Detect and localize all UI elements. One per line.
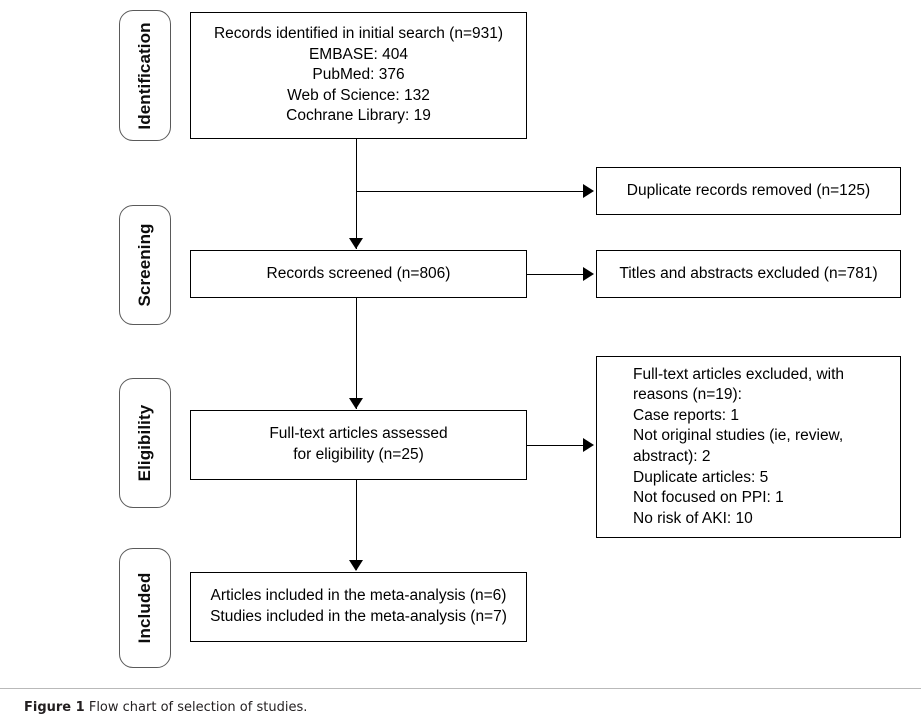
box-records-screened: Records screened (n=806)	[190, 250, 527, 298]
box-fulltext-assessed-text: Full-text articles assessed for eligibil…	[269, 425, 448, 463]
arrowhead-fulltext-to-included	[349, 560, 363, 571]
stage-pill-screening: Screening	[119, 205, 171, 325]
connector-fulltext-to-excluded	[527, 445, 584, 446]
box-records-identified: Records identified in initial search (n=…	[190, 12, 527, 139]
box-fulltext-excluded-text: Full-text articles excluded, with reason…	[633, 365, 845, 527]
arrowhead-screened-to-titles	[583, 267, 594, 281]
arrowhead-identified-to-screened	[349, 238, 363, 249]
box-titles-abstracts-excluded: Titles and abstracts excluded (n=781)	[596, 250, 901, 298]
box-records-identified-text: Records identified in initial search (n=…	[213, 24, 504, 125]
figure-caption-label: Figure 1	[24, 700, 85, 715]
stage-label-eligibility: Eligibility	[135, 404, 154, 482]
stage-pill-eligibility: Eligibility	[119, 378, 171, 508]
box-duplicates-removed: Duplicate records removed (n=125)	[596, 167, 901, 215]
arrowhead-screened-to-fulltext	[349, 398, 363, 409]
connector-screened-to-titles	[527, 274, 584, 275]
arrowhead-identified-to-duplicates	[583, 184, 594, 198]
box-duplicates-removed-text: Duplicate records removed (n=125)	[626, 181, 871, 199]
box-titles-abstracts-excluded-text: Titles and abstracts excluded (n=781)	[619, 264, 878, 282]
caption-divider	[0, 688, 921, 689]
figure-caption-text: Flow chart of selection of studies.	[88, 700, 308, 715]
stage-label-included: Included	[135, 572, 154, 644]
box-fulltext-assessed: Full-text articles assessed for eligibil…	[190, 410, 527, 480]
connector-identified-to-duplicates	[356, 191, 584, 192]
arrowhead-fulltext-to-excluded	[583, 438, 594, 452]
connector-screened-to-fulltext	[356, 298, 357, 409]
stage-label-identification: Identification	[135, 21, 154, 130]
stage-label-screening: Screening	[135, 223, 154, 307]
stage-pill-included: Included	[119, 548, 171, 668]
box-records-screened-text: Records screened (n=806)	[266, 264, 451, 282]
stage-pill-identification: Identification	[119, 10, 171, 141]
connector-fulltext-to-included	[356, 480, 357, 570]
box-included-final: Articles included in the meta-analysis (…	[190, 572, 527, 642]
box-included-final-text: Articles included in the meta-analysis (…	[210, 587, 507, 625]
connector-identified-to-screened	[356, 139, 357, 249]
box-fulltext-excluded: Full-text articles excluded, with reason…	[596, 356, 901, 538]
figure-caption: Figure 1 Flow chart of selection of stud…	[24, 700, 307, 715]
